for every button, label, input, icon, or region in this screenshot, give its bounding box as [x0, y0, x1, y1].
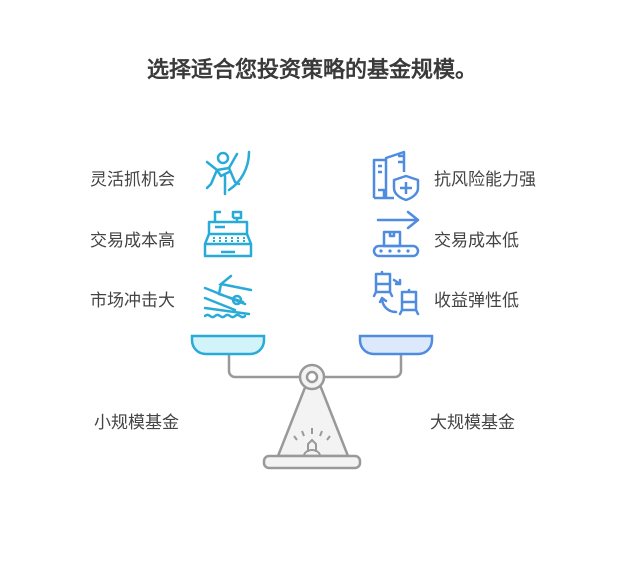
small-fund-label: 小规模基金: [94, 413, 179, 433]
scale-stand: [276, 383, 350, 458]
right-item-label: 抗风险能力强: [434, 170, 536, 190]
page-title: 选择适合您投资策略的基金规模。: [146, 58, 477, 83]
conveyor-box-icon: [372, 210, 420, 258]
right-pan: [358, 334, 434, 356]
large-fund-label: 大规模基金: [430, 413, 515, 433]
scale-base: [262, 454, 362, 470]
cash-register-icon: [203, 210, 253, 258]
left-item-label: 市场冲击大: [90, 291, 175, 311]
right-item-label: 收益弹性低: [434, 291, 519, 311]
acrobat-person-icon: [205, 150, 251, 196]
train-exchange-icon: [372, 270, 420, 316]
left-item-label: 交易成本高: [90, 231, 175, 251]
left-item-label: 灵活抓机会: [90, 170, 175, 190]
right-item-label: 交易成本低: [434, 231, 519, 251]
building-shield-icon: [372, 150, 420, 202]
capsizing-boat-icon: [203, 274, 253, 319]
scale-indicator-icon: [293, 428, 331, 457]
left-pan: [190, 334, 266, 356]
